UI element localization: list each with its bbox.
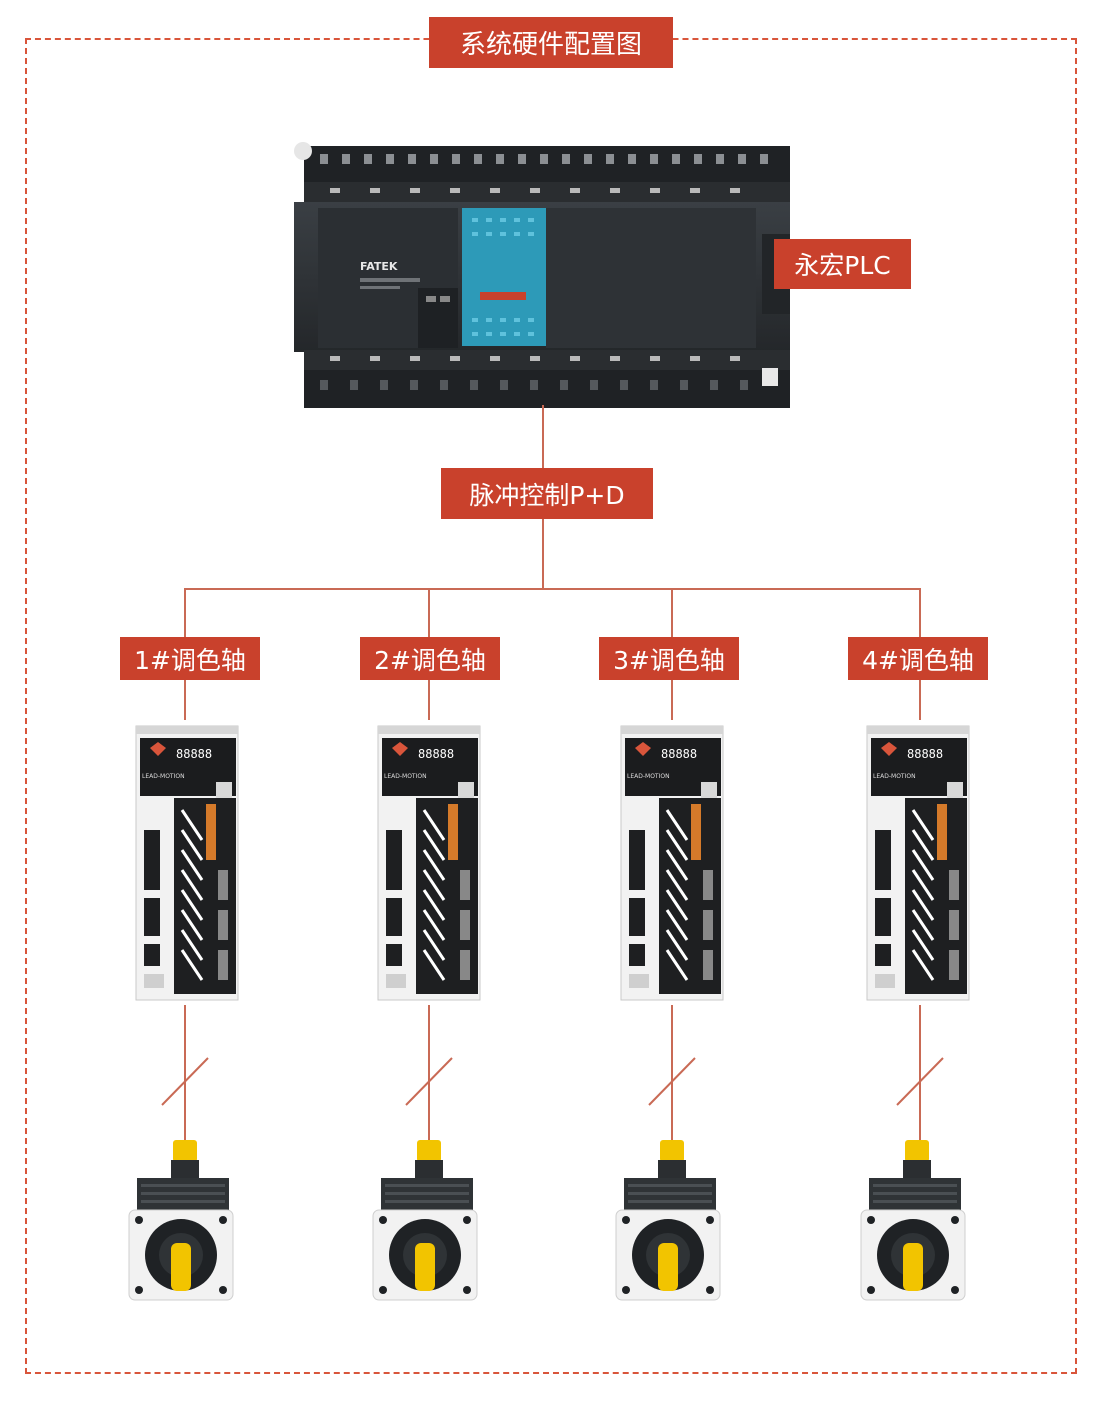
axis-4-drop-line <box>919 588 921 638</box>
axis-1-label: 1#调色轴 <box>120 637 260 680</box>
servo-drive-2: 88888 LEAD-MOTION <box>377 725 481 1001</box>
plc-label: 永宏PLC <box>774 239 911 289</box>
axis-3-to-drive-line <box>671 680 673 720</box>
drive-brand: LEAD-MOTION <box>873 773 916 780</box>
drive-3-to-motor-line <box>671 1005 673 1140</box>
servo-drive-3: 88888 LEAD-MOTION <box>620 725 724 1001</box>
drive-display: 88888 <box>907 747 943 761</box>
axis-4-to-drive-line <box>919 680 921 720</box>
axis-3-drop-line <box>671 588 673 638</box>
axis-2-label: 2#调色轴 <box>360 637 500 680</box>
plc-to-bus-line <box>542 405 544 468</box>
axis-3-label: 3#调色轴 <box>599 637 739 680</box>
axis-2-drop-line <box>428 588 430 638</box>
drive-brand: LEAD-MOTION <box>627 773 670 780</box>
axis-2-to-drive-line <box>428 680 430 720</box>
pulse-control-label: 脉冲控制P+D <box>441 468 653 519</box>
bus-horizontal-line <box>184 588 921 590</box>
servo-drive-1: 88888 LEAD-MOTION <box>135 725 239 1001</box>
drive-display: 88888 <box>176 747 212 761</box>
plc-device: FATEK <box>294 142 790 408</box>
drive-brand: LEAD-MOTION <box>142 773 185 780</box>
servo-motor-1 <box>128 1140 234 1301</box>
servo-motor-2 <box>372 1140 478 1301</box>
axis-4-label: 4#调色轴 <box>848 637 988 680</box>
diagram-title: 系统硬件配置图 <box>429 17 673 68</box>
servo-motor-4 <box>860 1140 966 1301</box>
drive-4-to-motor-line <box>919 1005 921 1140</box>
drive-display: 88888 <box>661 747 697 761</box>
axis-1-drop-line <box>184 588 186 638</box>
drive-2-to-motor-line <box>428 1005 430 1140</box>
axis-1-to-drive-line <box>184 680 186 720</box>
servo-motor-3 <box>615 1140 721 1301</box>
plc-brand: FATEK <box>360 260 398 273</box>
drive-display: 88888 <box>418 747 454 761</box>
bus-stem-line <box>542 519 544 589</box>
drive-1-to-motor-line <box>184 1005 186 1140</box>
drive-brand: LEAD-MOTION <box>384 773 427 780</box>
servo-drive-4: 88888 LEAD-MOTION <box>866 725 970 1001</box>
